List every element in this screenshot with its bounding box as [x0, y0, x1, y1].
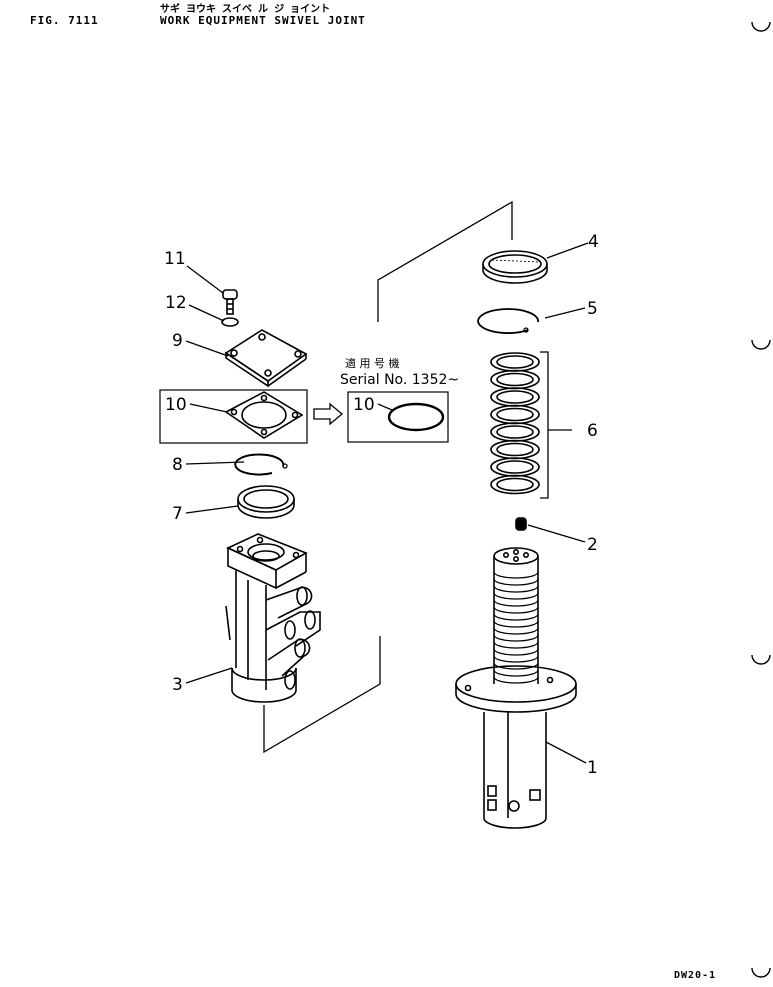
- callout-labels: 11 12 9 10 10 8 7 3 4 5 6 2 1 適 用 号 機 Se…: [164, 232, 599, 778]
- callout-1: 1: [587, 758, 598, 778]
- title-kana: サギ ヨウキ スイベ ル ジ ョイント: [160, 4, 331, 15]
- shaft-groove: [493, 585, 539, 593]
- serial-note-jp: 適 用 号 機: [345, 356, 400, 370]
- oring-part-10-serial: [387, 402, 445, 432]
- callout-11: 11: [164, 249, 186, 269]
- shaft-groove: [493, 655, 539, 663]
- group-bracket-lines: [263, 200, 513, 754]
- snap-ring-part-8: [234, 453, 288, 476]
- shaft-groove: [493, 648, 539, 656]
- shaft-groove: [493, 641, 539, 649]
- shaft-grooves: [493, 571, 539, 684]
- shaft-groove: [493, 599, 539, 607]
- callout-10: 10: [165, 395, 187, 415]
- snap-ring-part-5: [477, 308, 539, 334]
- callout-4: 4: [588, 232, 599, 252]
- seal-ring: [490, 474, 540, 495]
- callout-2: 2: [587, 535, 598, 555]
- shaft-groove: [493, 634, 539, 642]
- shaft-groove: [493, 620, 539, 628]
- shaft-groove: [493, 662, 539, 670]
- seal-stack-part-6: [490, 352, 540, 495]
- seal-stack-bracket: [540, 351, 572, 499]
- bolt-part-11: [222, 289, 238, 315]
- serial-note-label: Serial No. 1352~: [340, 372, 459, 388]
- callout-9: 9: [172, 331, 183, 351]
- shaft-groove: [493, 669, 539, 677]
- gasket-part-10: [224, 391, 304, 439]
- oring-box: [347, 391, 449, 443]
- seal-ring-inner: [496, 407, 534, 422]
- callout-12: 12: [165, 293, 187, 313]
- swivel-body-part-3: [225, 533, 321, 703]
- callout-6: 6: [587, 421, 598, 441]
- shaft-groove: [493, 592, 539, 600]
- seal-ring-inner: [496, 390, 534, 404]
- replacement-arrow: [313, 402, 344, 426]
- shaft-groove: [493, 613, 539, 621]
- page-code: DW20-1: [674, 970, 717, 981]
- seal-part-7: [237, 485, 295, 519]
- callout-8: 8: [172, 455, 183, 475]
- shaft-groove: [493, 578, 539, 586]
- callout-7: 7: [172, 504, 183, 524]
- seal-ring-inner: [496, 372, 534, 387]
- shaft-groove: [493, 676, 539, 684]
- binder-holes: [751, 21, 771, 978]
- washer-part-12: [221, 317, 239, 327]
- gasket-box: [159, 389, 308, 444]
- callout-5: 5: [587, 299, 598, 319]
- seal-ring-inner: [496, 460, 534, 474]
- ring-part-4: [482, 250, 548, 284]
- plug-part-2: [515, 517, 527, 531]
- leader-lines: [185, 242, 589, 764]
- center-shaft-part-1: [455, 547, 577, 829]
- seal-ring-inner: [496, 355, 534, 369]
- figure-code: FIG. 7111: [30, 14, 99, 27]
- shaft-groove: [493, 606, 539, 614]
- callout-3: 3: [172, 675, 183, 695]
- seal-ring-inner: [496, 477, 534, 492]
- callout-10-serial: 10: [353, 395, 375, 415]
- seal-ring-inner: [496, 425, 534, 439]
- shaft-groove: [493, 627, 539, 635]
- shaft-groove: [493, 571, 539, 579]
- seal-ring-inner: [496, 442, 534, 457]
- cover-plate-part-9: [224, 329, 308, 388]
- figure-title: WORK EQUIPMENT SWIVEL JOINT: [160, 14, 366, 27]
